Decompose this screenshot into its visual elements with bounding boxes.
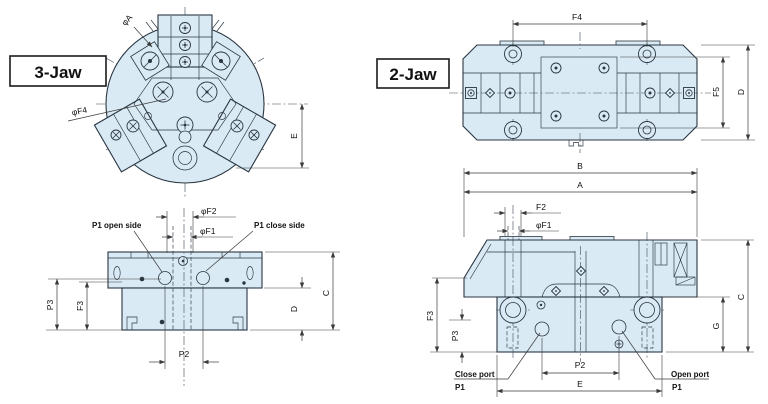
dimension-g-2jaw: G (665, 296, 730, 353)
dim-label-b: B (577, 161, 583, 171)
dimension-p3-2jaw: P3 (449, 309, 471, 363)
leader-phi-f4: φF4 (67, 98, 167, 122)
dim-label-phi-f2-3jaw: φF2 (201, 206, 217, 216)
label-open-port: Open port P1 (621, 330, 710, 392)
dim-label-p3-3jaw: P3 (45, 300, 55, 311)
two-jaw-title-box: 2-Jaw (376, 58, 450, 89)
dim-label-f4: F4 (572, 12, 582, 22)
dim-label-c-2jaw: C (736, 294, 746, 300)
dimension-p2-3jaw: P2 (149, 286, 219, 369)
dimension-p2-2jaw: P2 (541, 336, 620, 380)
dim-label-e-2jaw: E (577, 379, 583, 389)
dimension-f2-2jaw: F2 (494, 202, 561, 236)
dimension-f3-3jaw: F3 (75, 281, 122, 331)
dimension-e-3jaw: E (236, 103, 309, 169)
dim-label-f3-3jaw: F3 (75, 301, 85, 311)
dimension-phi-f2-3jaw: φF2 (156, 206, 236, 253)
two-jaw-top-view: F4 F5 D 2-Jaw (376, 12, 755, 153)
two-jaw-top-body (449, 32, 711, 153)
dimension-f4-2jaw: F4 (512, 12, 648, 47)
three-jaw-side-body (107, 208, 263, 386)
label-p1-close-side: P1 close side (205, 221, 305, 272)
dim-label-p2-2jaw: P2 (575, 360, 586, 370)
dim-label-d-2jaw-top: D (736, 89, 746, 95)
three-jaw-front-view: φA φF4 E 3-Jaw (9, 7, 309, 197)
two-jaw-title: 2-Jaw (389, 65, 437, 84)
p1-open-side-label: P1 open side (92, 221, 142, 230)
two-jaw-side-view: B A F2 φF1 F3 (425, 161, 754, 397)
dimension-d-3jaw: D (264, 277, 311, 341)
dimension-c-2jaw: C (666, 239, 754, 353)
three-jaw-title: 3-Jaw (34, 63, 82, 82)
dimension-f3-2jaw: F3 (425, 277, 500, 353)
dim-label-g: G (711, 323, 721, 330)
dimension-phi-f1-3jaw: φF1 (162, 226, 233, 240)
dim-label-phi-f4: φF4 (71, 105, 88, 118)
two-jaw-side-body (463, 205, 698, 362)
dimension-e-2jaw: E (496, 355, 663, 397)
dim-label-f2: F2 (536, 202, 546, 212)
dim-label-phi-f1-2jaw: φF1 (536, 220, 552, 230)
dim-label-d-3jaw: D (289, 306, 299, 312)
dim-label-c-3jaw: C (321, 290, 331, 296)
label-close-port: Close port P1 (454, 332, 541, 392)
dimension-d-2jaw-top: D (701, 44, 755, 141)
dim-label-f5: F5 (711, 87, 721, 97)
dimension-a-2jaw: A (463, 180, 698, 195)
three-jaw-title-box: 3-Jaw (9, 55, 107, 87)
close-port-p1-label: P1 (455, 383, 465, 392)
dimension-c-3jaw: C (250, 251, 340, 331)
three-jaw-side-view: φF2 φF1 P1 open side P1 close side P3 F3 (45, 206, 340, 386)
dim-label-p3-2jaw: P3 (450, 331, 460, 342)
open-port-label: Open port (671, 370, 710, 379)
open-port-p1-label: P1 (672, 383, 682, 392)
label-p1-open-side: P1 open side (92, 221, 163, 273)
dim-label-phi-f1-3jaw: φF1 (200, 226, 216, 236)
dim-label-e-3jaw: E (289, 133, 299, 139)
dim-label-a: A (577, 180, 583, 190)
three-jaw-screws (110, 22, 260, 171)
dim-label-p2-3jaw: P2 (179, 349, 190, 359)
p1-close-side-label: P1 close side (254, 221, 305, 230)
dimension-phi-f1-2jaw: φF1 (497, 220, 559, 240)
dim-label-f3-2jaw: F3 (425, 311, 435, 321)
dim-label-phi-a: φA (119, 12, 134, 27)
dimension-f5-2jaw: F5 (620, 56, 730, 129)
dimension-b-2jaw: B (463, 161, 698, 237)
close-port-label: Close port (455, 370, 495, 379)
